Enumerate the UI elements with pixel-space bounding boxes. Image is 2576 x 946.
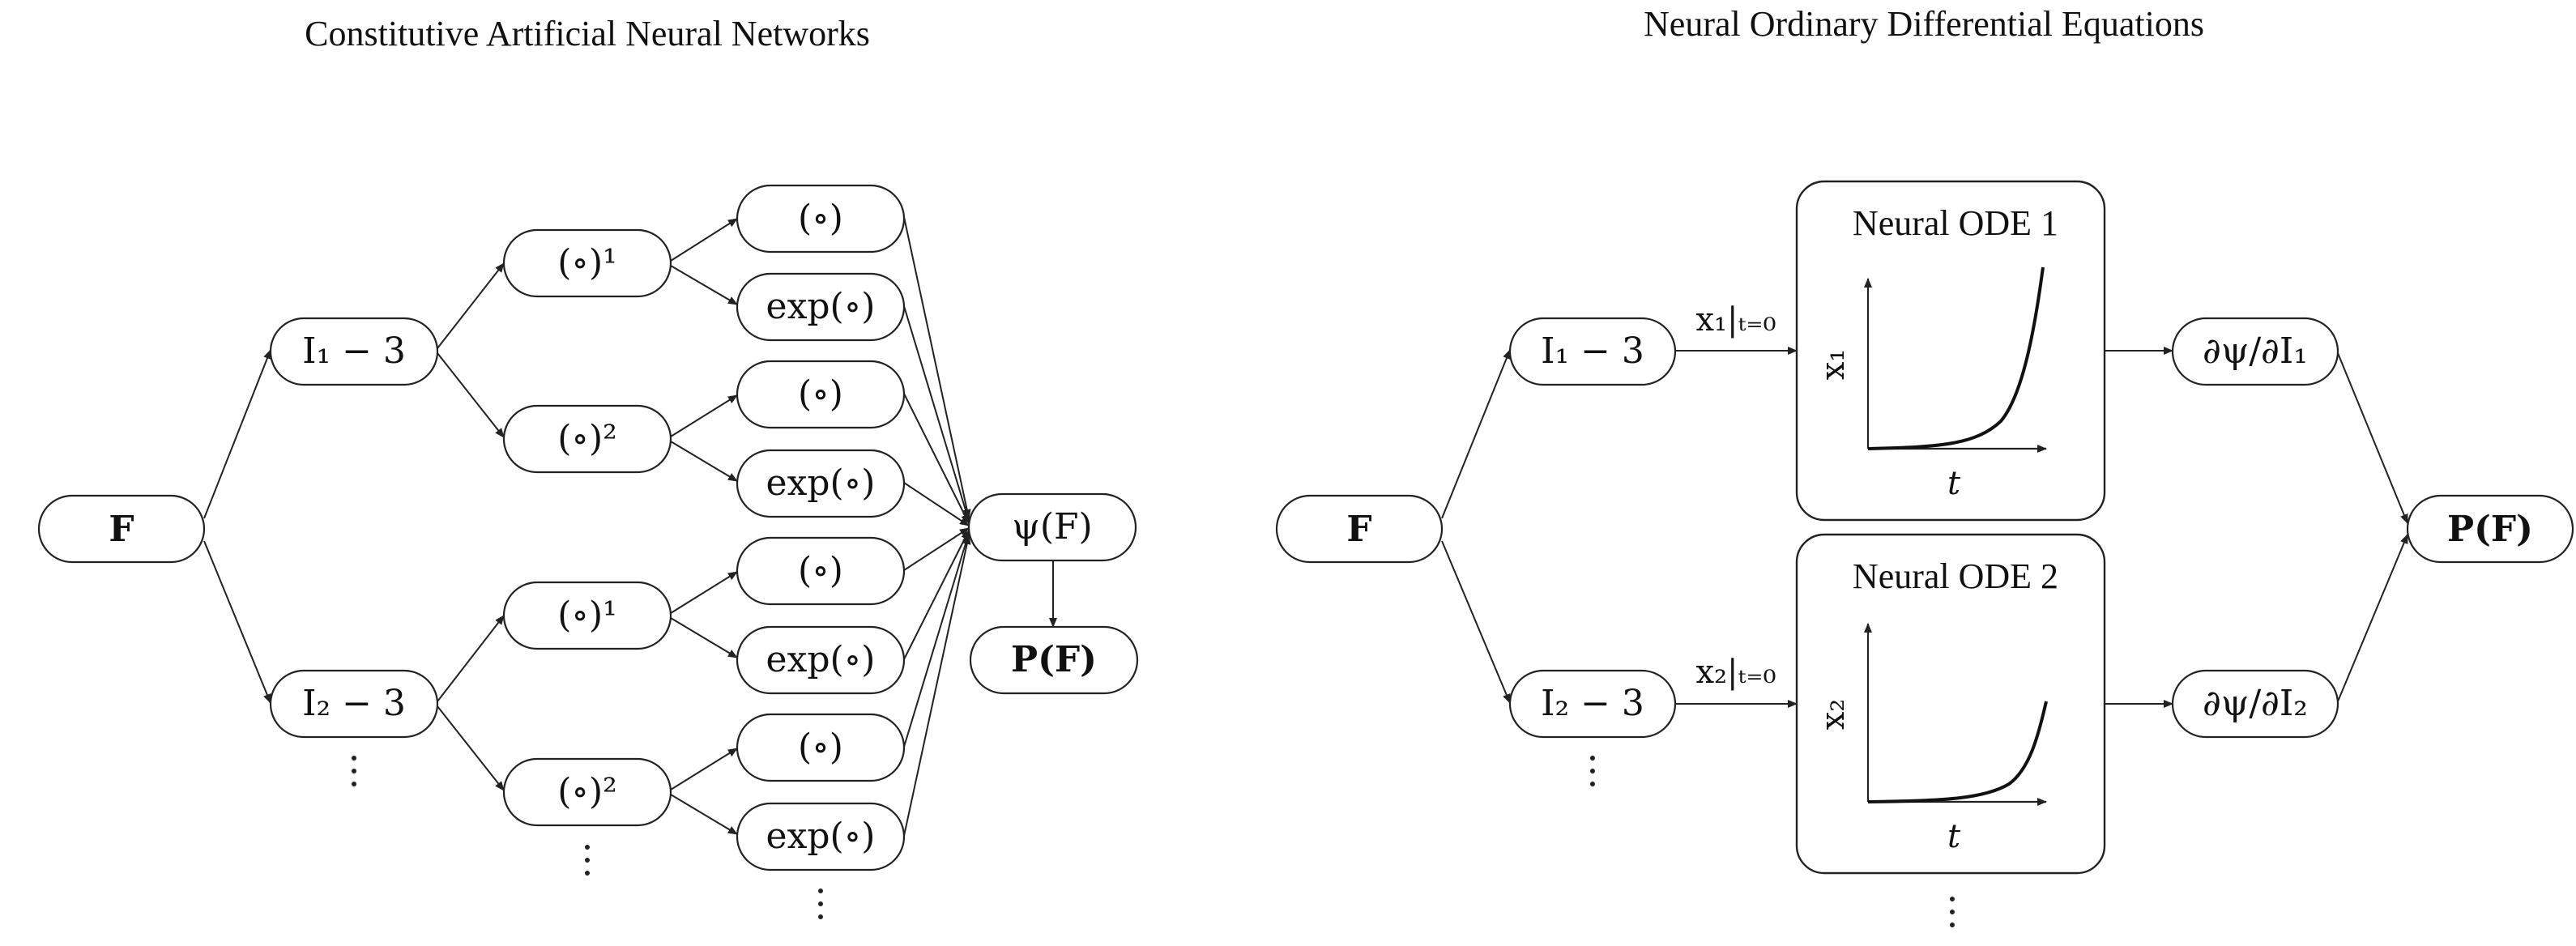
edge-id1-psi [903, 216, 971, 519]
node-edges [1441, 347, 2408, 708]
svg-text:(∘): (∘) [798, 550, 843, 591]
edge-pow2a-exp2 [670, 441, 738, 482]
cann-node-p: P(F) [969, 625, 1139, 695]
cann-node-exp2: exp(∘) [736, 449, 906, 518]
ode-node-d2: ∂ψ/∂I₂ [2171, 669, 2339, 739]
svg-text:I₁ − 3: I₁ − 3 [302, 330, 406, 372]
edge-f-i2 [203, 540, 271, 704]
cann-node-pow2a: (∘)² [502, 404, 672, 474]
cann-node-exp3: exp(∘) [736, 625, 906, 695]
edge-i1-pow1 [437, 262, 505, 349]
cann-continuation-act [818, 888, 823, 919]
cann-node-exp4: exp(∘) [736, 802, 906, 871]
edge-r-f-i1 [1441, 349, 1511, 519]
edge-id2-psi [903, 393, 970, 524]
svg-text:I₂ − 3: I₂ − 3 [1541, 683, 1644, 724]
edge-pow2a-id2 [670, 394, 738, 437]
cann-node-pow2b: (∘)² [502, 757, 672, 827]
edge-exp1-psi [903, 305, 970, 522]
neural-ode-2-box: Neural ODE 2 x₂ t [1795, 533, 2106, 875]
ode2-curve [1867, 701, 2048, 803]
cann-panel: Constitutive Artificial Neural Networks [37, 14, 1139, 919]
svg-text:(∘)¹: (∘)¹ [557, 242, 617, 283]
ode-node-i2: I₂ − 3 [1508, 669, 1677, 739]
edge-id4-psi [903, 532, 970, 748]
ode-node-i1: I₁ − 3 [1508, 317, 1677, 386]
edge-pow1a-id1 [670, 218, 738, 262]
svg-text:(∘)²: (∘)² [557, 771, 617, 812]
edge-label-x1: x₁|ₜ₌₀ [1695, 301, 1776, 339]
neural-ode-1-box: Neural ODE 1 x₁ t [1795, 180, 2106, 522]
svg-text:(∘): (∘) [798, 727, 843, 768]
svg-text:I₁ − 3: I₁ − 3 [1541, 330, 1644, 372]
ode1-x-label: t [1947, 465, 1961, 502]
svg-text:exp(∘): exp(∘) [766, 462, 876, 504]
edge-i2-pow1 [437, 615, 505, 702]
edge-i1-pow2 [437, 352, 505, 438]
svg-text:exp(∘): exp(∘) [766, 816, 876, 857]
edge-d2-p [2337, 534, 2408, 702]
ode1-y-label: x₁ [1815, 349, 1852, 381]
edge-pow1b-exp3 [670, 617, 738, 658]
cann-node-id3: (∘) [736, 536, 906, 606]
cann-node-exp1: exp(∘) [736, 272, 906, 342]
cann-edges [203, 216, 1057, 837]
svg-text:P(F): P(F) [2447, 509, 2533, 550]
neural-ode-2-title: Neural ODE 2 [1853, 556, 2058, 596]
edge-i2-pow2 [437, 705, 505, 791]
ode2-y-label: x₂ [1815, 699, 1852, 731]
edge-f-i1 [203, 349, 271, 519]
cann-node-id1: (∘) [736, 184, 906, 254]
cann-node-psi: ψ(F) [967, 492, 1137, 562]
ode-continuation-i [1590, 756, 1595, 786]
node-title: Neural Ordinary Differential Equations [1644, 4, 2204, 44]
cann-node-i2: I₂ − 3 [269, 669, 439, 739]
ode-continuation-box [1950, 897, 1955, 927]
edge-pow1b-id3 [670, 571, 738, 614]
cann-node-pow1b: (∘)¹ [502, 581, 672, 650]
cann-continuation-i [352, 756, 356, 786]
cann-title: Constitutive Artificial Neural Networks [305, 14, 870, 53]
cann-node-pow1a: (∘)¹ [502, 228, 672, 298]
ode1-curve [1867, 266, 2045, 450]
svg-text:∂ψ/∂I₁: ∂ψ/∂I₁ [2203, 330, 2308, 372]
edge-exp3-psi [903, 530, 970, 660]
svg-text:(∘): (∘) [798, 373, 843, 415]
node-panel: Neural Ordinary Differential Equations x… [1275, 4, 2574, 927]
svg-text:(∘)¹: (∘)¹ [557, 594, 617, 636]
svg-text:(∘): (∘) [798, 198, 843, 239]
svg-text:P(F): P(F) [1011, 639, 1097, 680]
edge-r-f-i2 [1441, 540, 1511, 704]
svg-text:∂ψ/∂I₂: ∂ψ/∂I₂ [2203, 683, 2308, 724]
ode-node-p: P(F) [2406, 494, 2574, 564]
cann-node-f: F [37, 494, 206, 564]
cann-node-i1: I₁ − 3 [269, 317, 439, 386]
cann-continuation-pow [585, 845, 590, 876]
ode-node-f: F [1275, 494, 1444, 564]
svg-text:exp(∘): exp(∘) [766, 639, 876, 680]
edge-pow1a-exp1 [670, 265, 738, 305]
edge-pow2b-id4 [670, 748, 738, 790]
svg-text:I₂ − 3: I₂ − 3 [302, 683, 406, 724]
edge-pow2b-exp4 [670, 794, 738, 835]
svg-text:F: F [109, 509, 134, 550]
svg-text:exp(∘): exp(∘) [766, 286, 876, 327]
ode-node-d1: ∂ψ/∂I₁ [2171, 317, 2339, 386]
ode2-x-label: t [1947, 818, 1961, 855]
svg-text:ψ(F): ψ(F) [1012, 506, 1092, 548]
cann-node-id2: (∘) [736, 360, 906, 429]
edge-exp2-psi [903, 482, 970, 526]
neural-ode-1-title: Neural ODE 1 [1853, 203, 2058, 243]
cann-node-id4: (∘) [736, 713, 906, 782]
edge-d1-p [2337, 352, 2408, 524]
svg-text:F: F [1346, 509, 1371, 550]
edge-exp4-psi [903, 535, 971, 837]
edge-label-x2: x₂|ₜ₌₀ [1695, 654, 1776, 691]
svg-text:(∘)²: (∘)² [557, 418, 617, 459]
edge-id3-psi [903, 527, 970, 571]
